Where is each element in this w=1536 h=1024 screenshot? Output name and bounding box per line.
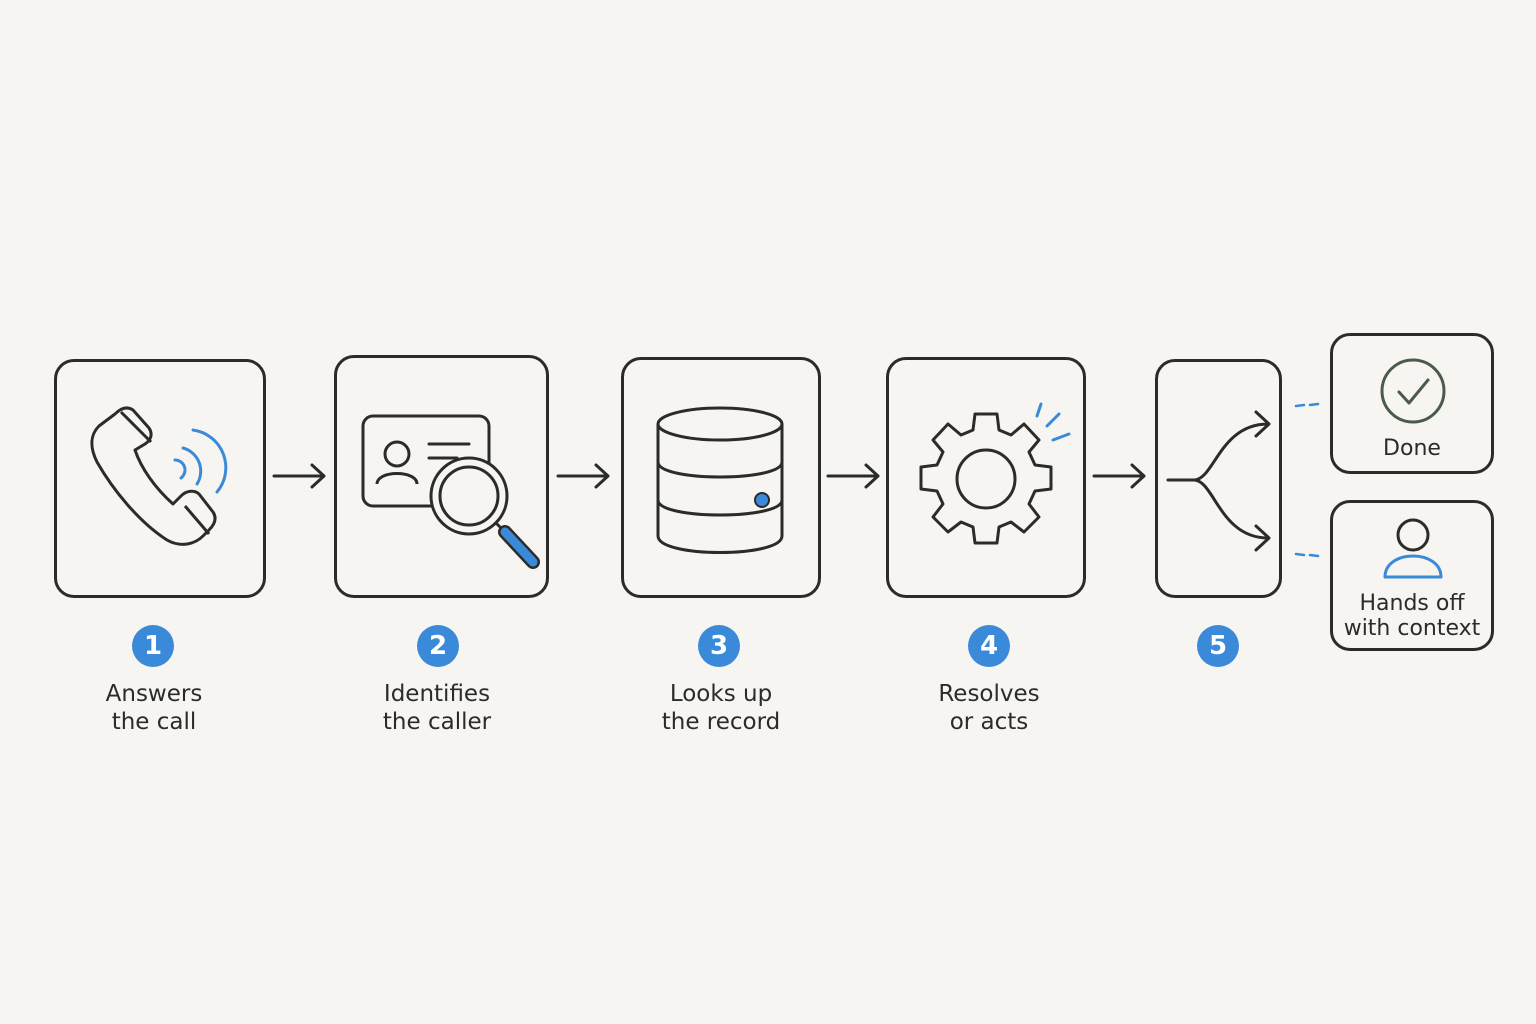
database-icon xyxy=(656,406,784,554)
step-3-caption-line2: the record xyxy=(661,709,781,735)
connector-to-done xyxy=(1294,402,1320,408)
step-1-caption-line2: the call xyxy=(111,709,197,735)
step-3-box xyxy=(621,357,821,598)
step-1-badge: 1 xyxy=(132,625,174,667)
step-5-box xyxy=(1155,359,1282,598)
person-icon xyxy=(1383,518,1443,579)
connector-to-handoff xyxy=(1294,552,1320,558)
step-4-badge: 4 xyxy=(968,625,1010,667)
arrow-3-4 xyxy=(826,463,880,489)
step-3-badge: 3 xyxy=(698,625,740,667)
step-3-caption-line1: Looks up xyxy=(669,681,773,707)
gear-icon xyxy=(919,402,1071,545)
outcome-handoff-line1: Hands off xyxy=(1359,591,1465,616)
branch-icon xyxy=(1166,410,1271,552)
step-1-box xyxy=(54,359,266,598)
step-2-caption: Identifies the caller xyxy=(327,680,547,736)
step-4-caption: Resolves or acts xyxy=(879,680,1099,736)
step-3-caption: Looks up the record xyxy=(611,680,831,736)
step-5-badge: 5 xyxy=(1197,625,1239,667)
outcome-handoff-box: Hands off with context xyxy=(1330,500,1494,651)
arrow-2-3 xyxy=(556,463,610,489)
outcome-done-box: Done xyxy=(1330,333,1494,474)
check-circle-icon xyxy=(1380,358,1446,424)
step-2-caption-line1: Identifies xyxy=(383,681,491,707)
step-2-caption-line2: the caller xyxy=(382,709,492,735)
outcome-done-label: Done xyxy=(1383,436,1441,461)
id-card-search-icon xyxy=(361,414,540,569)
step-1-caption-line1: Answers xyxy=(105,681,203,707)
step-2-badge: 2 xyxy=(417,625,459,667)
phone-icon xyxy=(90,406,228,546)
outcome-handoff-line2: with context xyxy=(1343,616,1481,641)
step-4-caption-line1: Resolves xyxy=(938,681,1040,707)
arrow-4-5 xyxy=(1092,463,1146,489)
arrow-1-2 xyxy=(272,463,326,489)
step-4-caption-line2: or acts xyxy=(949,709,1029,735)
outcome-handoff-label: Hands off with context xyxy=(1333,591,1491,641)
step-4-box xyxy=(886,357,1086,598)
step-2-box xyxy=(334,355,549,598)
step-1-caption: Answers the call xyxy=(44,680,264,736)
